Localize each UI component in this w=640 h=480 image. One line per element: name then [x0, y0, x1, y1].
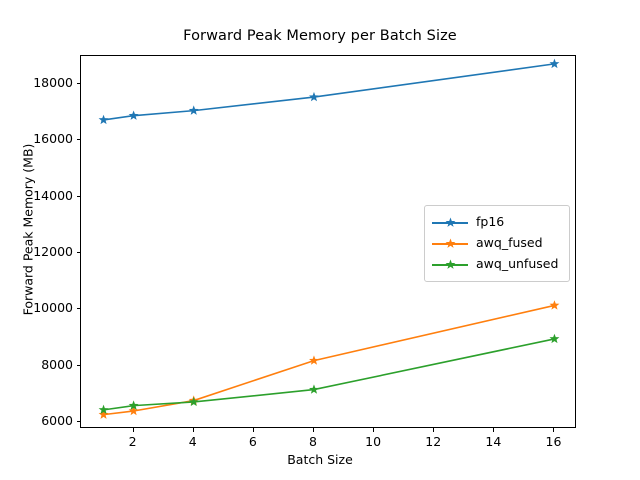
series-fp16: [98, 58, 560, 125]
x-tick-label: 12: [425, 434, 442, 449]
legend-swatch-awq-unfused: [432, 258, 468, 272]
legend-item[interactable]: awq_fused: [432, 233, 561, 254]
data-point-marker: [549, 58, 560, 69]
x-tick-mark: [553, 428, 555, 432]
y-tick-label: 6000: [41, 412, 73, 428]
data-point-marker: [128, 405, 139, 416]
legend: fp16 awq_fused awq_unfused: [424, 205, 570, 282]
x-tick-mark: [493, 428, 495, 432]
star-marker-icon: [445, 238, 456, 248]
x-tick-mark: [252, 428, 254, 432]
y-tick-mark: [76, 364, 80, 366]
legend-item[interactable]: awq_unfused: [432, 254, 561, 275]
series-awq_unfused: [98, 333, 560, 415]
series-line: [103, 304, 555, 416]
star-marker-icon: [445, 259, 456, 269]
x-tick-mark: [373, 428, 375, 432]
y-tick-mark: [76, 420, 80, 422]
data-point-marker: [98, 404, 109, 415]
series-awq_fused: [98, 300, 560, 419]
series-line: [103, 63, 555, 121]
x-tick-label: 10: [365, 434, 382, 449]
x-tick-mark: [312, 428, 314, 432]
data-point-marker: [309, 384, 319, 394]
data-point-marker: [309, 355, 319, 365]
x-tick-label: 2: [128, 434, 137, 449]
plot-area: [80, 55, 576, 428]
data-point-marker: [188, 396, 199, 407]
y-tick-mark: [76, 308, 80, 310]
legend-label-awq-fused: awq_fused: [476, 235, 543, 251]
y-tick-label: 18000: [33, 75, 73, 91]
data-point-marker: [128, 110, 139, 120]
x-tick-mark: [433, 428, 435, 432]
data-point-marker: [188, 105, 199, 115]
series-line: [103, 338, 555, 411]
data-point-marker: [98, 409, 109, 419]
legend-label-awq-unfused: awq_unfused: [476, 256, 559, 272]
y-tick-label: 12000: [33, 244, 73, 260]
chart-title: Forward Peak Memory per Batch Size: [183, 28, 457, 44]
y-tick-label: 16000: [33, 131, 73, 147]
data-point-marker: [549, 300, 560, 310]
legend-swatch-fp16: [432, 216, 468, 230]
x-axis-label: Batch Size: [287, 452, 353, 467]
data-point-marker: [98, 114, 109, 125]
y-tick-mark: [76, 83, 80, 85]
y-tick-label: 10000: [33, 300, 73, 316]
x-tick-label: 8: [308, 434, 317, 449]
y-tick-mark: [76, 252, 80, 254]
x-tick-mark: [192, 428, 194, 432]
x-tick-label: 6: [248, 434, 257, 449]
x-tick-mark: [132, 428, 134, 432]
y-tick-label: 8000: [41, 356, 73, 372]
x-tick-label: 16: [545, 434, 562, 449]
data-point-marker: [128, 400, 139, 410]
legend-label-fp16: fp16: [476, 214, 505, 230]
legend-item[interactable]: fp16: [432, 212, 561, 233]
x-tick-label: 4: [188, 434, 197, 449]
x-tick-label: 14: [485, 434, 502, 449]
legend-swatch-awq-fused: [432, 237, 468, 251]
y-tick-mark: [76, 195, 80, 197]
y-tick-mark: [76, 139, 80, 141]
series-layer: [98, 58, 560, 419]
data-point-marker: [549, 333, 560, 344]
y-tick-label: 14000: [33, 187, 73, 203]
star-marker-icon: [445, 217, 456, 227]
data-point-marker: [309, 91, 319, 102]
